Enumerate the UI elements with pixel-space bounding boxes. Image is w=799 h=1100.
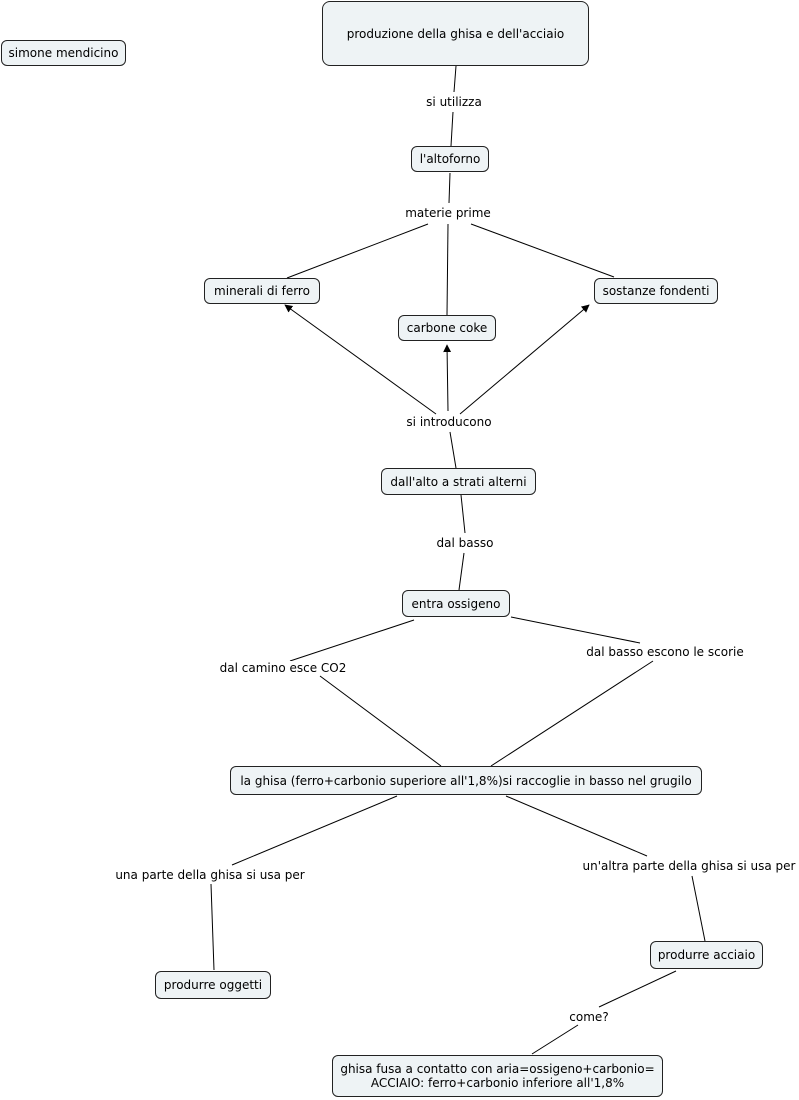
edge-utilizza-altoforno [450,111,454,147]
edge-introducono-fondenti [459,304,590,415]
concept-minerali-di-ferro[interactable]: minerali di ferro [204,278,320,304]
edge-come-fusa [531,1024,579,1055]
concept-ghisa[interactable]: la ghisa (ferro+carbonio superiore all'1… [230,766,702,795]
edge-introducono-carbone [443,344,452,412]
edge-root-utilizza [453,65,457,93]
edge-introducono-strati [449,431,457,469]
link-label-dal-camino: dal camino esce CO2 [218,661,348,675]
concept-entra-ossigeno[interactable]: entra ossigeno [402,590,510,617]
concept-altoforno[interactable]: l'altoforno [411,146,489,172]
link-label-altra-parte: un'altra parte della ghisa si usa per [581,859,797,873]
link-label-una-parte: una parte della ghisa si usa per [114,868,306,882]
edge-ghisa-parte [231,795,398,866]
link-label-si-introducono: si introducono [405,415,493,429]
concept-carbone-coke[interactable]: carbone coke [398,315,496,341]
edge-altoforno-materie [448,172,451,204]
concept-produrre-acciaio[interactable]: produrre acciaio [650,941,763,969]
edge-basso-ossigeno [458,552,465,591]
author-label: simone mendicino [1,40,126,66]
edge-altra-acciaio [691,875,706,942]
link-label-escono-scorie: dal basso escono le scorie [585,645,745,659]
edge-ossigeno-scorie [510,616,641,644]
edge-scorie-ghisa [490,660,654,767]
link-label-materie-prime: materie prime [404,206,492,220]
link-label-come: come? [568,1010,610,1024]
edge-materie-minerali [286,223,429,279]
edge-acciaio-come [598,970,677,1008]
edge-ossigeno-camino [289,619,415,662]
edge-materie-fondenti [470,223,615,278]
edge-strati-basso [460,494,466,534]
concept-sostanze-fondenti[interactable]: sostanze fondenti [594,278,718,304]
edge-camino-ghisa [319,675,442,767]
concept-ghisa-fusa[interactable]: ghisa fusa a contatto con aria=ossigeno+… [332,1055,663,1097]
edge-parte-oggetti [210,883,215,971]
edge-introducono-minerali [284,304,437,415]
edge-ghisa-altra [505,795,648,857]
edge-materie-carbone [446,223,449,316]
concept-root[interactable]: produzione della ghisa e dell'acciaio [322,1,589,66]
concept-strati-alterni[interactable]: dall'alto a strati alterni [381,468,536,495]
link-label-si-utilizza: si utilizza [425,95,483,109]
concept-produrre-oggetti[interactable]: produrre oggetti [155,971,271,999]
link-label-dal-basso: dal basso [435,536,495,550]
